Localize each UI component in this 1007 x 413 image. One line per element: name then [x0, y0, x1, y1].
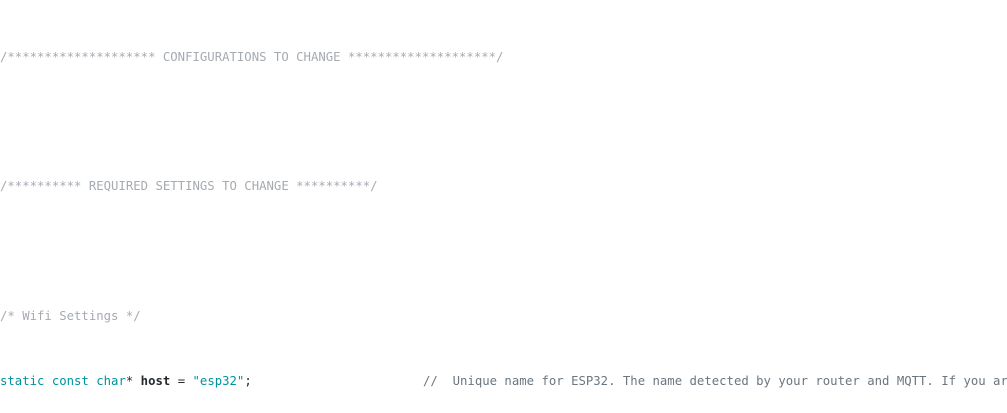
code-line-banner-configurations[interactable]: /******************** CONFIGURATIONS TO … — [0, 49, 1007, 65]
pointer-star: * — [125, 373, 141, 388]
comment-banner-configurations: /******************** CONFIGURATIONS TO … — [0, 49, 504, 64]
code-line-blank-2 — [0, 243, 1007, 259]
identifier-host: host — [140, 373, 171, 388]
trailing-comment-host: // Unique name for ESP32. The name detec… — [423, 373, 1007, 388]
semicolon: ; — [244, 373, 252, 388]
string-host-value: "esp32" — [192, 373, 245, 388]
assign-operator: = — [170, 373, 193, 388]
code-line-blank-1 — [0, 113, 1007, 129]
code-line-wifi-host[interactable]: static const char* host = "esp32"; // Uni… — [0, 373, 1007, 389]
comment-banner-required: /********** REQUIRED SETTINGS TO CHANGE … — [0, 179, 378, 194]
keyword-static-const-char: static const char — [0, 373, 126, 388]
code-line-banner-required[interactable]: /********** REQUIRED SETTINGS TO CHANGE … — [0, 178, 1007, 194]
comment-section-wifi: /* Wifi Settings */ — [0, 308, 141, 323]
code-line-section-wifi[interactable]: /* Wifi Settings */ — [0, 308, 1007, 324]
